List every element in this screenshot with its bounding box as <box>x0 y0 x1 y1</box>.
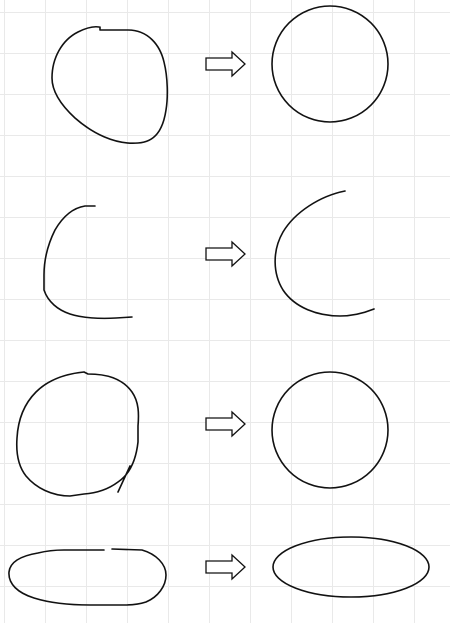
arrow-right-3 <box>205 410 246 438</box>
arrow-right-1 <box>205 50 246 78</box>
row-2 <box>43 190 375 320</box>
recognized-circle-2 <box>271 371 389 489</box>
freehand-blob-1 <box>51 25 169 144</box>
arrow-right-4 <box>205 553 246 581</box>
recognized-arc <box>274 190 375 317</box>
arrow-right-2 <box>205 240 246 268</box>
row-1 <box>51 5 389 144</box>
recognized-ellipse <box>272 536 430 598</box>
freehand-c-curve <box>43 205 133 320</box>
freehand-loop <box>15 371 140 497</box>
recognized-circle-1 <box>271 5 389 123</box>
freehand-flat-loop <box>8 548 167 606</box>
row-4 <box>8 536 430 606</box>
row-3 <box>15 371 389 497</box>
